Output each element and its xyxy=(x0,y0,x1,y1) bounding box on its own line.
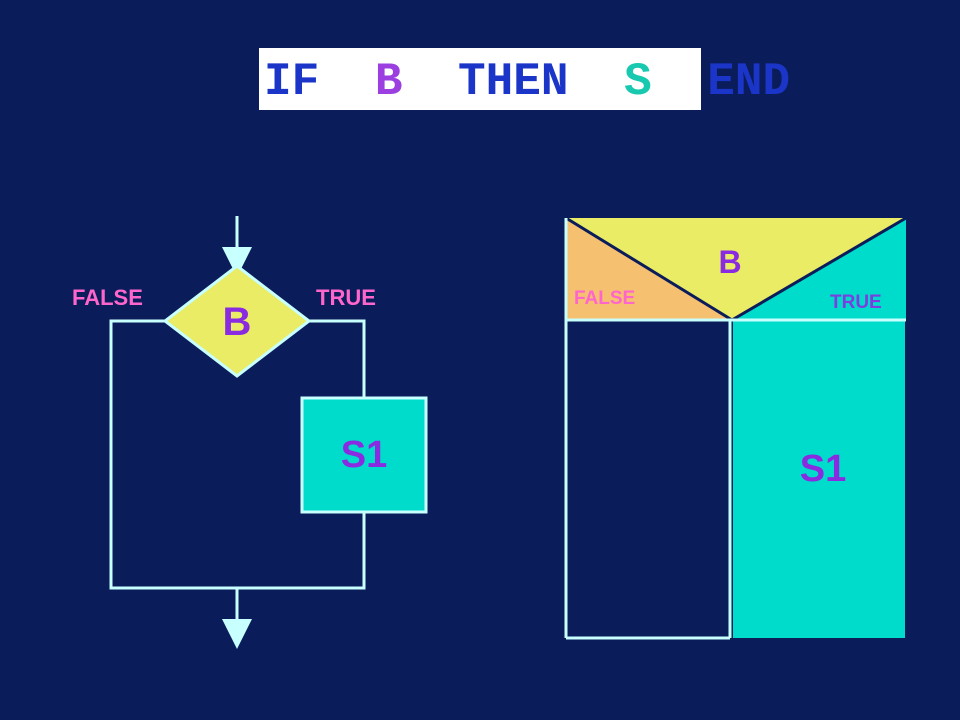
flowchart-condition-diamond xyxy=(162,264,312,378)
title-token-then: THEN xyxy=(458,56,568,108)
flowchart-true-label: TRUE xyxy=(316,285,376,310)
flowchart-false-label: FALSE xyxy=(72,285,143,310)
title-banner: IF B THEN S END xyxy=(259,48,790,110)
flowchart-true-path xyxy=(308,319,366,398)
flowchart-false-path xyxy=(109,319,366,590)
ns-statement-label: S1 xyxy=(800,448,846,490)
flowchart xyxy=(109,216,428,649)
flowchart-statement-box xyxy=(300,396,428,514)
title-token-end: END xyxy=(707,56,790,108)
ns-right-diagonal xyxy=(731,216,907,322)
nassi-shneiderman-diagram xyxy=(564,216,907,640)
title-token-b: B xyxy=(375,56,403,108)
ns-true-branch-box xyxy=(733,320,905,638)
flowchart-condition-label: B xyxy=(223,300,252,344)
ns-left-diagonal xyxy=(565,216,733,322)
title-token-s: S xyxy=(624,56,652,108)
ns-condition-triangle xyxy=(566,218,906,320)
title-background xyxy=(259,48,701,110)
flowchart-statement-label: S1 xyxy=(341,434,387,476)
ns-true-label: TRUE xyxy=(830,292,882,313)
ns-false-label: FALSE xyxy=(574,288,635,309)
title-token-if: IF xyxy=(264,56,319,108)
title-code: IF B THEN S END xyxy=(264,56,790,108)
ns-condition-label: B xyxy=(718,244,741,280)
